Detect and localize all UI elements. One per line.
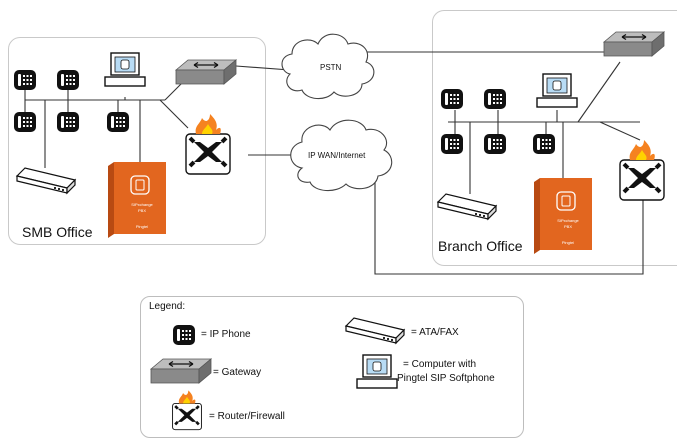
ip-phone-icon [533,134,555,154]
router-firewall-icon [618,138,666,202]
branch-wiring [360,51,644,275]
branch-office-label: Branch Office [438,238,523,254]
computer-icon [104,52,146,87]
legend-router-firewall: = Router/Firewall [209,411,285,422]
pbx-box-icon: SIPxchange PBX Pingtel [107,161,167,239]
gateway-icon [150,358,212,384]
legend-gateway: = Gateway [213,367,262,378]
ata-fax-icon [345,317,405,344]
pbx-box-icon: SIPxchange PBX Pingtel [533,177,593,255]
computer-icon [356,354,398,389]
ip-phone-icon [441,134,463,154]
svg-text:SIPxchange: SIPxchange [131,202,153,207]
pstn-label: PSTN [320,63,342,72]
svg-text:SIPxchange: SIPxchange [557,218,579,223]
ata-fax-icon [16,167,76,194]
svg-text:Pingtel: Pingtel [136,224,148,229]
legend-computer-line2: Pingtel SIP Softphone [397,373,495,384]
legend-panel: Legend: = IP Phone = Gateway = Router/Fi… [140,296,524,438]
svg-text:Pingtel: Pingtel [562,240,574,245]
ip-wan-label: IP WAN/Internet [308,151,366,160]
smb-office-label: SMB Office [22,224,93,240]
ip-phone-icon [14,70,36,90]
svg-text:PBX: PBX [564,224,572,229]
pstn-cloud [281,33,375,100]
svg-text:PBX: PBX [138,208,146,213]
ip-phone-icon [57,112,79,132]
legend-ip-phone: = IP Phone [201,329,251,340]
gateway-icon [603,31,665,57]
ip-phone-icon [441,89,463,109]
ip-phone-icon [484,134,506,154]
legend-computer-line1: = Computer with [403,359,477,370]
smb-wiring [24,65,300,168]
computer-icon [536,73,578,108]
legend-title: Legend: [149,301,186,312]
router-firewall-icon [184,112,232,176]
ip-phone-icon [57,70,79,90]
ip-phone-icon [107,112,129,132]
ip-phone-icon [173,325,195,345]
router-firewall-icon [171,389,203,431]
ip-phone-icon [14,112,36,132]
ata-fax-icon [437,193,497,220]
ip-wan-cloud [290,119,393,192]
ip-phone-icon [484,89,506,109]
gateway-icon [175,59,237,85]
legend-ata-fax: = ATA/FAX [411,327,459,338]
